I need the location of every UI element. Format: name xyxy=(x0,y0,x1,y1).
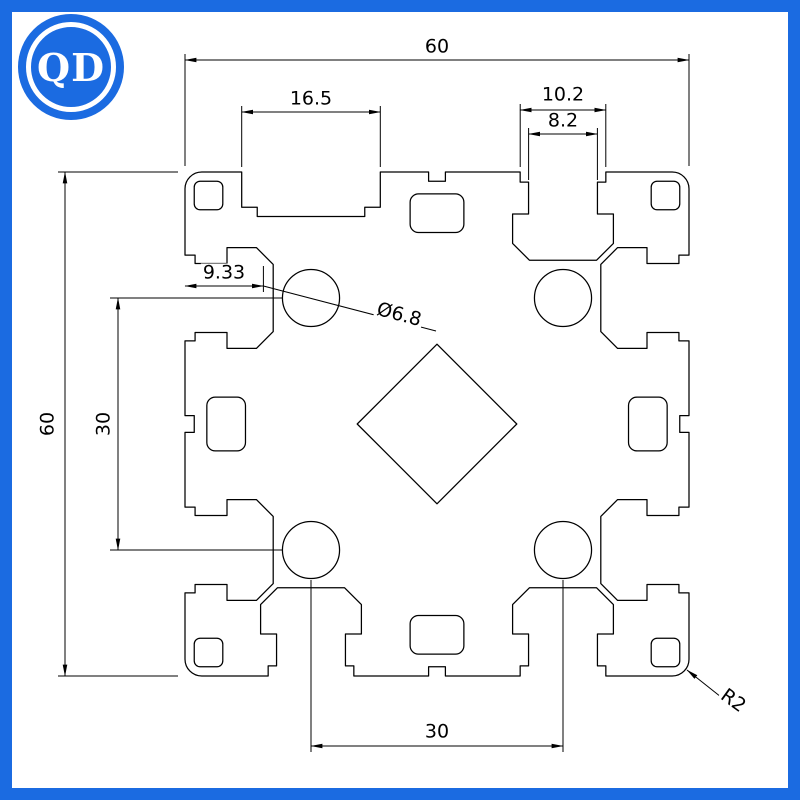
qd-logo-text: QD xyxy=(36,44,106,90)
qd-logo: QD xyxy=(18,14,124,120)
side-cavity-left xyxy=(207,397,246,451)
center-cavity xyxy=(357,344,517,504)
dim-label-slot-outer: 10.2 xyxy=(539,83,587,106)
side-cavity-right xyxy=(629,397,668,451)
dim-label-left-height: 60 xyxy=(36,409,59,439)
dim-label-top-left-slot: 16.5 xyxy=(287,87,335,110)
side-cavity-top xyxy=(410,194,464,233)
dim-label-top-width: 60 xyxy=(422,35,452,58)
corner-channel-top-right xyxy=(651,181,680,210)
side-cavity-bottom xyxy=(410,616,464,655)
bore-hole-top-right xyxy=(534,269,591,326)
corner-channel-top-left xyxy=(194,181,223,210)
dim-label-bottom-bore-spacing: 30 xyxy=(422,720,452,743)
dim-label-bore-offset: 9.33 xyxy=(200,261,248,284)
profile-outer-contour xyxy=(185,172,689,676)
bore-hole-bottom-right xyxy=(534,521,591,578)
corner-channel-bottom-left xyxy=(194,638,223,667)
bore-hole-bottom-left xyxy=(282,521,339,578)
qd-logo-ring: QD xyxy=(26,22,116,112)
profile-cross-section xyxy=(185,172,689,676)
corner-channel-bottom-right xyxy=(651,638,680,667)
dim-label-slot-opening: 8.2 xyxy=(545,109,581,132)
dim-label-left-bore-spacing: 30 xyxy=(92,409,115,439)
leader-corner-radius xyxy=(686,669,722,698)
dimension-lines xyxy=(58,54,722,752)
